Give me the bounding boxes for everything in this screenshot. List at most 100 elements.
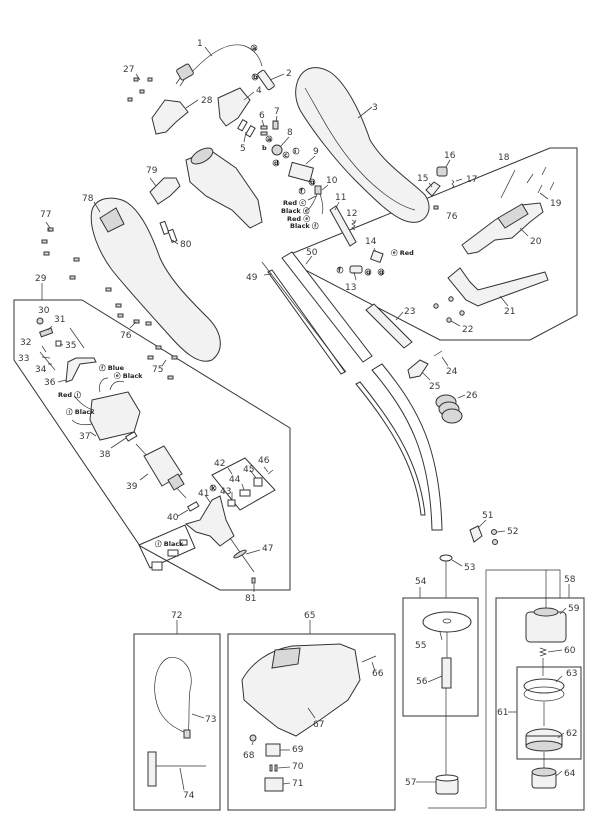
part-79-cover: [149, 177, 181, 205]
callout-14: 14: [365, 237, 377, 247]
wire-tag-black-d: Black ⓓ: [281, 206, 310, 215]
part-81-screw: [251, 577, 256, 584]
callout-65: 65: [304, 611, 315, 621]
callout-76: 76: [120, 331, 132, 341]
callout-31: 31: [54, 315, 65, 325]
callout-52: 52: [507, 527, 518, 537]
part-13-capacitor: [349, 265, 363, 274]
part-44-brush-holder: [239, 489, 251, 497]
part-52-nuts: [491, 529, 498, 545]
callout-22: 22: [462, 325, 473, 335]
wire-tag-red-e: Red ⓔ: [287, 214, 310, 223]
part-6-screw: [260, 125, 268, 130]
part-27-screws: [127, 77, 153, 102]
part-11-lever: [329, 205, 357, 247]
callout-62: 62: [566, 729, 577, 739]
part-69-cutter: [265, 743, 281, 757]
part-75-screws: [147, 345, 178, 380]
callout-59: 59: [568, 604, 580, 614]
part-73-strap: [154, 656, 192, 735]
part-80-bearings: [159, 220, 170, 235]
callout-23: 23: [404, 307, 415, 317]
part-51-bracket: [469, 525, 483, 543]
svg-text:b: b: [262, 144, 267, 152]
leader-lines: [41, 46, 570, 791]
callout-72: 72: [171, 611, 182, 621]
callout-71: 71: [292, 779, 303, 789]
svg-text:i: i: [294, 147, 296, 155]
wire-color-tags: Red ⓒ Black ⓓ Red ⓔ Black ⓕ ⓔ Red ⓕ Blue…: [58, 198, 414, 548]
svg-text:a: a: [252, 44, 256, 52]
wire-tag-e-black: ⓔ Black: [114, 371, 143, 380]
group-box-guard-set: [227, 633, 396, 811]
part-9-switch: [287, 161, 315, 183]
callout-10: 10: [326, 176, 338, 186]
callout-30: 30: [38, 306, 50, 316]
callout-7: 7: [274, 107, 280, 117]
part-70-screws: [269, 764, 278, 772]
callout-57: 57: [405, 778, 416, 788]
wire-tag-e-red: ⓔ Red: [391, 248, 414, 257]
callout-75: 75: [152, 365, 163, 375]
part-lower-brush: [167, 549, 179, 557]
callout-6: 6: [259, 111, 265, 121]
callout-63: 63: [566, 669, 577, 679]
part-2-sleeve: [257, 69, 275, 91]
part-71-cutter-cover: [264, 777, 284, 792]
group-box-handle-set: [285, 147, 578, 341]
callout-56: 56: [416, 677, 428, 687]
svg-text:f: f: [338, 266, 341, 274]
callout-4: 4: [256, 86, 262, 96]
callout-28: 28: [201, 96, 213, 106]
svg-text:f: f: [300, 187, 303, 195]
callout-61: 61: [497, 708, 508, 718]
part-40-bearing: [186, 501, 200, 512]
part-35-washer: [55, 340, 62, 347]
callout-66: 66: [372, 669, 384, 679]
svg-text:g: g: [379, 268, 384, 276]
part-68-nut: [249, 734, 257, 742]
callout-17: 17: [466, 175, 477, 185]
callout-79: 79: [146, 166, 158, 176]
part-8-connector: [271, 144, 283, 156]
callout-54: 54: [415, 577, 427, 587]
part-47-spindle: [229, 537, 255, 573]
callout-27: 27: [123, 65, 134, 75]
callout-9: 9: [313, 147, 319, 157]
part-57-cap-nut: [435, 774, 459, 795]
part-32-screw: [39, 351, 56, 371]
callout-24: 24: [446, 367, 458, 377]
callout-18: 18: [498, 153, 510, 163]
part-43-carbon-brush: [227, 499, 236, 507]
part-14-button: [369, 249, 384, 264]
svg-text:g: g: [310, 178, 315, 186]
callout-51: 51: [482, 511, 493, 521]
callout-15: 15: [417, 174, 428, 184]
callout-37: 37: [79, 432, 90, 442]
callout-73: 73: [205, 715, 216, 725]
callout-29: 29: [35, 274, 47, 284]
part-60-spring: [538, 647, 548, 657]
callout-45: 45: [243, 465, 254, 475]
part-74-wrench: [147, 751, 206, 787]
part-21-handle-bracket: [447, 267, 549, 307]
callout-64: 64: [564, 769, 576, 779]
callout-25: 25: [429, 382, 440, 392]
callout-60: 60: [564, 646, 576, 656]
group-box-lower-brush: [138, 524, 196, 569]
part-22-nuts: [433, 296, 465, 323]
callout-53: 53: [464, 563, 475, 573]
group-box-field-assembly: [13, 299, 291, 591]
part-5-tube: [237, 118, 248, 132]
part-28-strain-relief: [151, 99, 189, 135]
callout-40: 40: [167, 513, 179, 523]
part-78-housing-left: [90, 197, 221, 362]
callout-41: 41: [198, 489, 209, 499]
callout-78: 78: [82, 194, 94, 204]
svg-text:d: d: [274, 159, 279, 167]
callout-12: 12: [346, 209, 357, 219]
part-31-brush-holder: [39, 327, 54, 338]
callout-49: 49: [246, 273, 258, 283]
part-64-bump-knob: [531, 767, 557, 789]
